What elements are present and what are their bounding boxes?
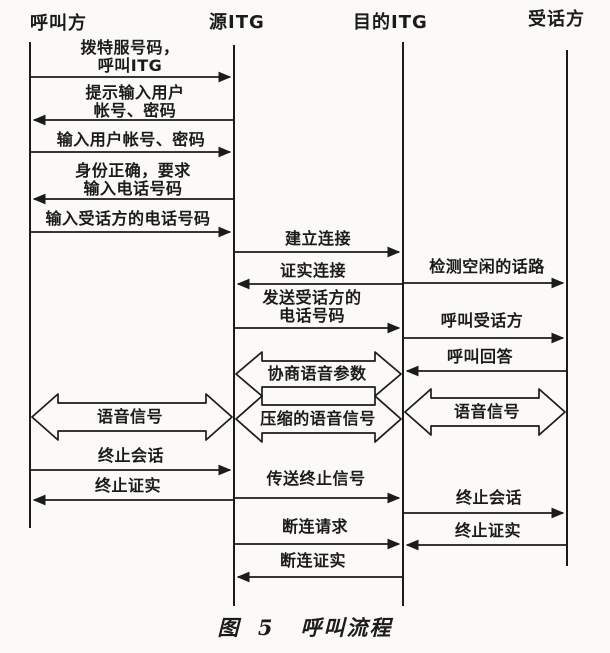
figure-caption-title: 呼叫流程 [300, 615, 393, 640]
msg-terminate-confirm-left: 终止证实 [94, 476, 162, 495]
msg-confirm-connection: 证实连接 [279, 261, 347, 280]
msg-compressed-voice: 压缩的语音信号 [260, 409, 376, 428]
msg-call-answer: 呼叫回答 [446, 347, 514, 366]
msg-disconnect-request: 断连请求 [281, 517, 349, 536]
msg-terminate-confirm-right: 终止证实 [454, 521, 522, 540]
msg-prompt-account: 提示输入用户 帐号、密码 [85, 83, 185, 120]
actor-destination-itg: 目的ITG [353, 12, 428, 33]
msg-detect-idle-channel: 检测空闲的话路 [429, 257, 545, 276]
msg-establish-connection: 建立连接 [284, 229, 352, 248]
double-arrow-voice-signal-right [404, 388, 566, 436]
msg-dial-service: 拨特服号码， 呼叫ITG [80, 38, 180, 75]
double-arrow-negotiate-voice-params [235, 351, 402, 397]
msg-call-callee: 呼叫受话方 [440, 311, 524, 330]
actor-callee: 受话方 [528, 9, 585, 30]
msg-enter-account: 输入用户帐号、密码 [56, 130, 206, 149]
msg-send-terminate-signal: 传送终止信号 [266, 469, 366, 488]
figure-caption: 图 5 呼叫流程 [0, 612, 610, 642]
msg-disconnect-confirm: 断连证实 [279, 551, 347, 570]
msg-send-callee-number: 发送受话方的 电话号码 [262, 288, 362, 325]
double-arrow-voice-signal-left [31, 393, 233, 441]
msg-enter-callee-number: 输入受话方的电话号码 [45, 209, 211, 228]
figure-caption-number: 图 5 [217, 615, 279, 640]
actor-source-itg: 源ITG [209, 12, 265, 33]
double-arrow-compressed-voice [235, 395, 402, 443]
msg-voice-signal-right: 语音信号 [453, 402, 521, 421]
actor-caller: 呼叫方 [30, 13, 87, 34]
msg-negotiate-voice-params: 协商语音参数 [267, 364, 367, 383]
msg-terminate-session-left: 终止会话 [97, 446, 165, 465]
msg-voice-signal-left: 语音信号 [96, 407, 164, 426]
msg-identity-ok: 身份正确，要求 输入电话号码 [75, 161, 191, 198]
msg-terminate-session-right: 终止会话 [455, 488, 523, 507]
